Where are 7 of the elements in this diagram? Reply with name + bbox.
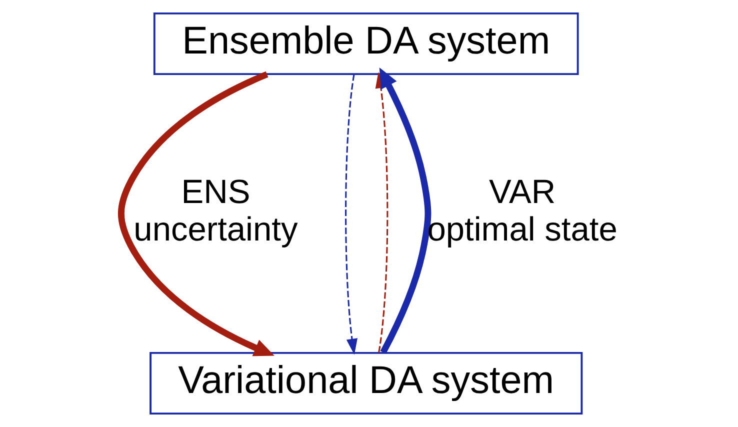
arrow — [118, 71, 274, 356]
arrow — [378, 67, 431, 354]
node-box: Ensemble DA system — [152, 12, 578, 76]
edge-label: VAR optimal state — [426, 174, 617, 248]
arrow — [344, 74, 358, 355]
node-box: Variational DA system — [149, 352, 582, 415]
edge-label: ENS uncertainty — [133, 174, 298, 248]
